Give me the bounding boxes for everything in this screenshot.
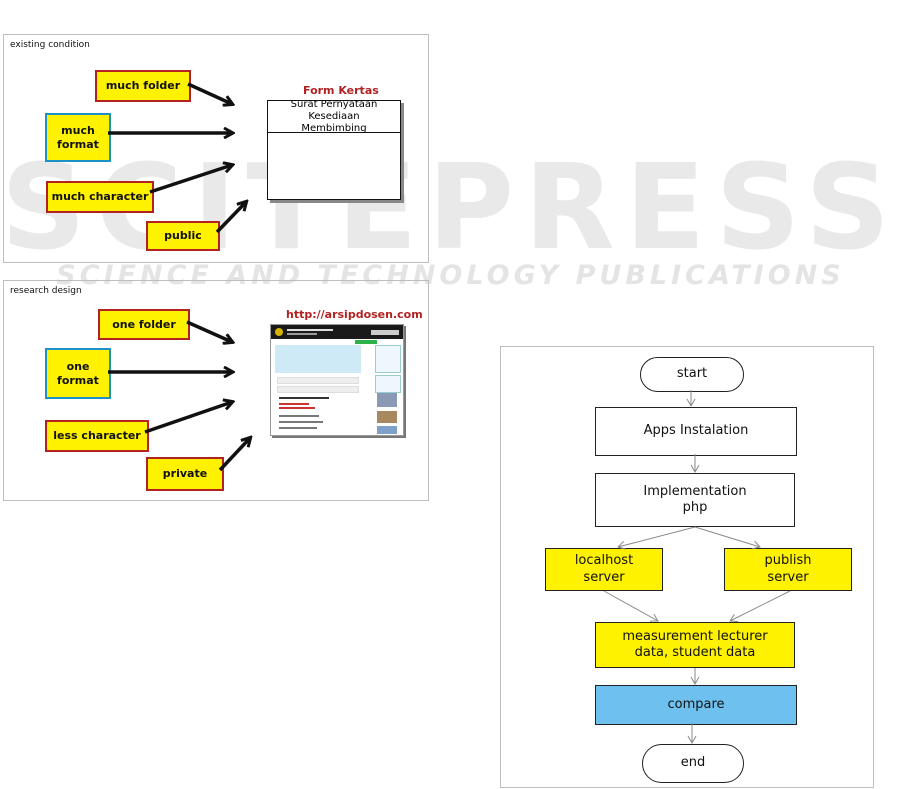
arrow-one-folder <box>186 320 232 342</box>
arrow-private <box>218 438 250 472</box>
end-terminal: end <box>642 744 744 783</box>
website-info-panel <box>275 345 361 373</box>
start-terminal: start <box>640 357 744 392</box>
flow-localhost-to-measure <box>603 590 659 622</box>
localhost-server-step: localhost server <box>545 548 663 591</box>
website-screenshot <box>270 324 404 436</box>
flow-implement-to-localhost <box>617 526 696 550</box>
website-logo-icon <box>275 328 283 336</box>
website-content-row <box>277 377 359 384</box>
website-nav-buttons <box>371 330 399 335</box>
website-red-text-line <box>279 403 309 405</box>
one-format-box: one format <box>45 348 111 399</box>
apps-installation-step: Apps Instalation <box>595 407 797 456</box>
paper-form-header: Surat Pernyataan Kesediaan Membimbing <box>268 99 400 134</box>
website-photo-3 <box>377 426 397 434</box>
less-character-box: less character <box>45 420 149 452</box>
form-kertas-title: Form Kertas <box>303 84 379 97</box>
website-photo-2 <box>377 411 397 423</box>
website-heading-line <box>287 329 333 331</box>
arrow-much-character <box>149 165 232 194</box>
website-sidebar-box-2 <box>375 375 401 393</box>
flowchart-panel <box>500 346 874 788</box>
existing-condition-panel: existing condition <box>3 34 429 263</box>
arrow-less-character <box>144 402 232 434</box>
one-folder-box: one folder <box>98 309 190 340</box>
compare-step: compare <box>595 685 797 725</box>
flow-publish-to-measure <box>729 590 791 622</box>
implementation-php-step: Implementation php <box>595 473 795 527</box>
website-list-line-2 <box>279 421 323 423</box>
research-design-title: research design <box>10 286 82 296</box>
website-subheading-line <box>287 333 317 335</box>
paper-form: Surat Pernyataan Kesediaan Membimbing <box>267 99 401 200</box>
much-character-box: much character <box>46 181 154 213</box>
research-design-panel: research design <box>3 280 429 501</box>
publish-server-step: publish server <box>724 548 852 591</box>
website-header-bar <box>271 325 403 339</box>
website-list-line <box>279 415 319 417</box>
website-red-text-line-2 <box>279 407 315 409</box>
website-sidebar-box <box>375 345 401 373</box>
website-green-tab <box>355 340 377 344</box>
arrow-public <box>215 202 246 234</box>
website-list-line-3 <box>279 427 317 429</box>
public-box: public <box>146 221 220 251</box>
flow-implement-to-publish <box>694 526 761 550</box>
website-photo-1 <box>377 393 397 407</box>
site-url-title: http://arsipdosen.com <box>286 308 423 321</box>
measurement-step: measurement lecturer data, student data <box>595 622 795 668</box>
arrow-much-folder <box>187 82 232 104</box>
website-text-line <box>279 397 329 399</box>
much-format-box: much format <box>45 113 111 162</box>
existing-condition-title: existing condition <box>10 40 90 50</box>
private-box: private <box>146 457 224 491</box>
watermark-subtitle: SCIENCE AND TECHNOLOGY PUBLICATIONS <box>56 260 845 291</box>
website-content-row-2 <box>277 386 359 393</box>
